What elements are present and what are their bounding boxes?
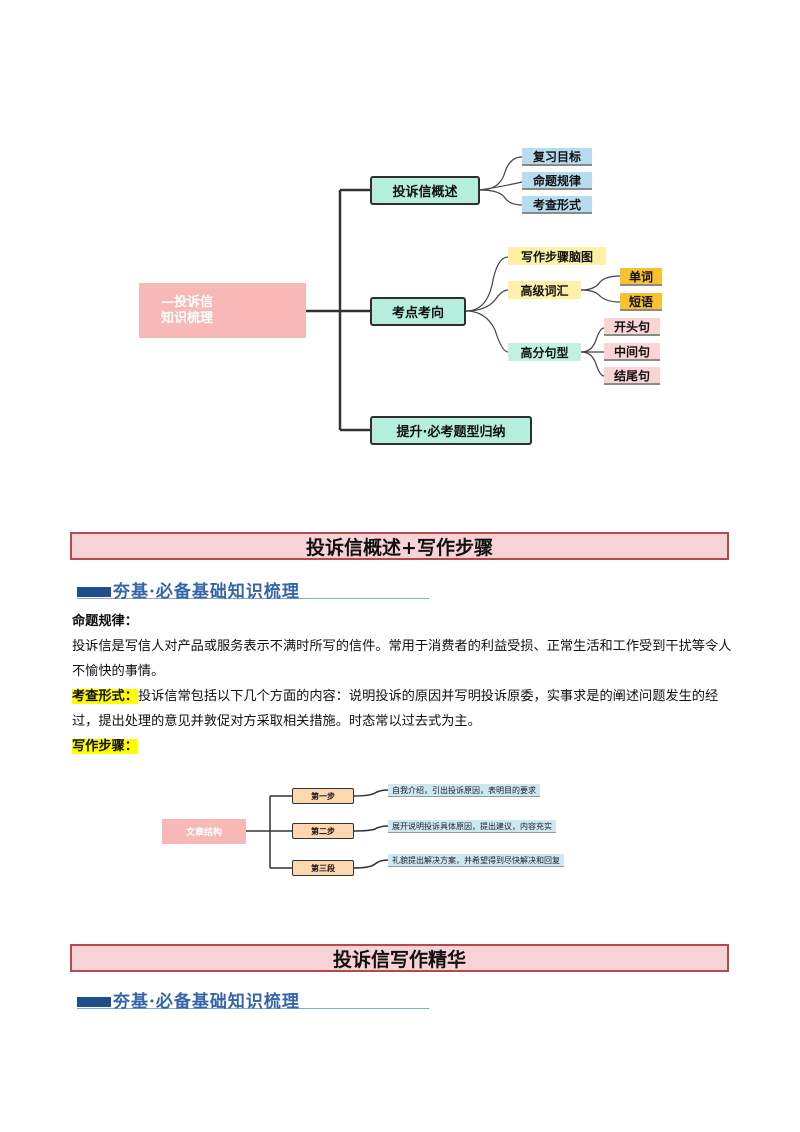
mindmap-node-improve: 提升·必考题型归纳 (370, 416, 532, 445)
subheading-underline (77, 598, 429, 599)
rule-text: 投诉信是写信人对产品或服务表示不满时所写的信件。常用于消费者的利益受损、正常生活… (72, 639, 732, 679)
mindmap-node-focus: 考点考向 (370, 297, 466, 326)
mindmap-node-sentences: 高分句型 (508, 343, 581, 361)
structure-step-2: 第二步 (292, 823, 354, 839)
mindmap-connectors (306, 156, 621, 432)
mindmap-root-line1: —投诉信 (161, 295, 214, 310)
mindmap-leaf-middle: 中间句 (604, 343, 660, 361)
structure-root: 文章结构 (162, 819, 246, 844)
mindmap-leaf-exam-format: 考查形式 (522, 196, 592, 214)
mindmap-leaf-opening: 开头句 (604, 318, 660, 336)
subheading-tab-icon (77, 997, 111, 1007)
mindmap-leaf-steps-mindmap: 写作步骤脑图 (508, 247, 606, 265)
mindmap-leaf-proposition-rules: 命题规律 (522, 172, 592, 190)
subheading-tab-icon (77, 587, 111, 597)
form-text: 投诉信常包括以下几个方面的内容：说明投诉的原因并写明投诉原委，实事求是的阐述问题… (72, 689, 719, 729)
structure-step-1: 第一步 (292, 788, 354, 804)
mindmap-leaf-closing: 结尾句 (604, 367, 660, 385)
subheading-foundation-2: 夯基·必备基础知识梳理 (77, 987, 429, 1013)
structure-step-2-desc: 展开说明投诉具体原因，提出建议，内容充实 (388, 820, 556, 833)
mindmap-leaf-phrases: 短语 (620, 293, 662, 311)
section-title-overview: 投诉信概述+写作步骤 (70, 532, 729, 560)
mindmap-root: —投诉信 知识梳理 (139, 283, 306, 338)
mindmap-leaf-words: 单词 (620, 268, 662, 286)
mindmap-node-vocab: 高级词汇 (508, 281, 581, 299)
subheading-text: 夯基·必备基础知识梳理 (113, 582, 300, 602)
structure-connectors (246, 789, 389, 869)
structure-step-3: 第三段 (292, 860, 354, 876)
mindmap-node-overview: 投诉信概述 (370, 176, 480, 205)
proposition-rules-block: 命题规律： 投诉信是写信人对产品或服务表示不满时所写的信件。常用于消费者的利益受… (72, 609, 732, 759)
subheading-foundation: 夯基·必备基础知识梳理 (77, 577, 429, 603)
subheading-text: 夯基·必备基础知识梳理 (113, 992, 300, 1012)
form-paragraph: 考查形式：投诉信常包括以下几个方面的内容：说明投诉的原因并写明投诉原委，实事求是… (72, 684, 732, 734)
form-label: 考查形式： (72, 689, 138, 704)
rule-label: 命题规律： (72, 614, 138, 629)
structure-step-3-desc: 礼貌提出解决方案，并希望得到尽快解决和回复 (388, 854, 564, 867)
section-title-essentials: 投诉信写作精华 (70, 944, 729, 972)
steps-label: 写作步骤： (72, 739, 138, 754)
structure-step-1-desc: 自我介绍，引出投诉原因，表明目的要求 (388, 784, 540, 797)
subheading-underline (77, 1008, 429, 1009)
mindmap-leaf-review-goals: 复习目标 (522, 148, 592, 166)
mindmap-root-line2: 知识梳理 (161, 311, 214, 326)
